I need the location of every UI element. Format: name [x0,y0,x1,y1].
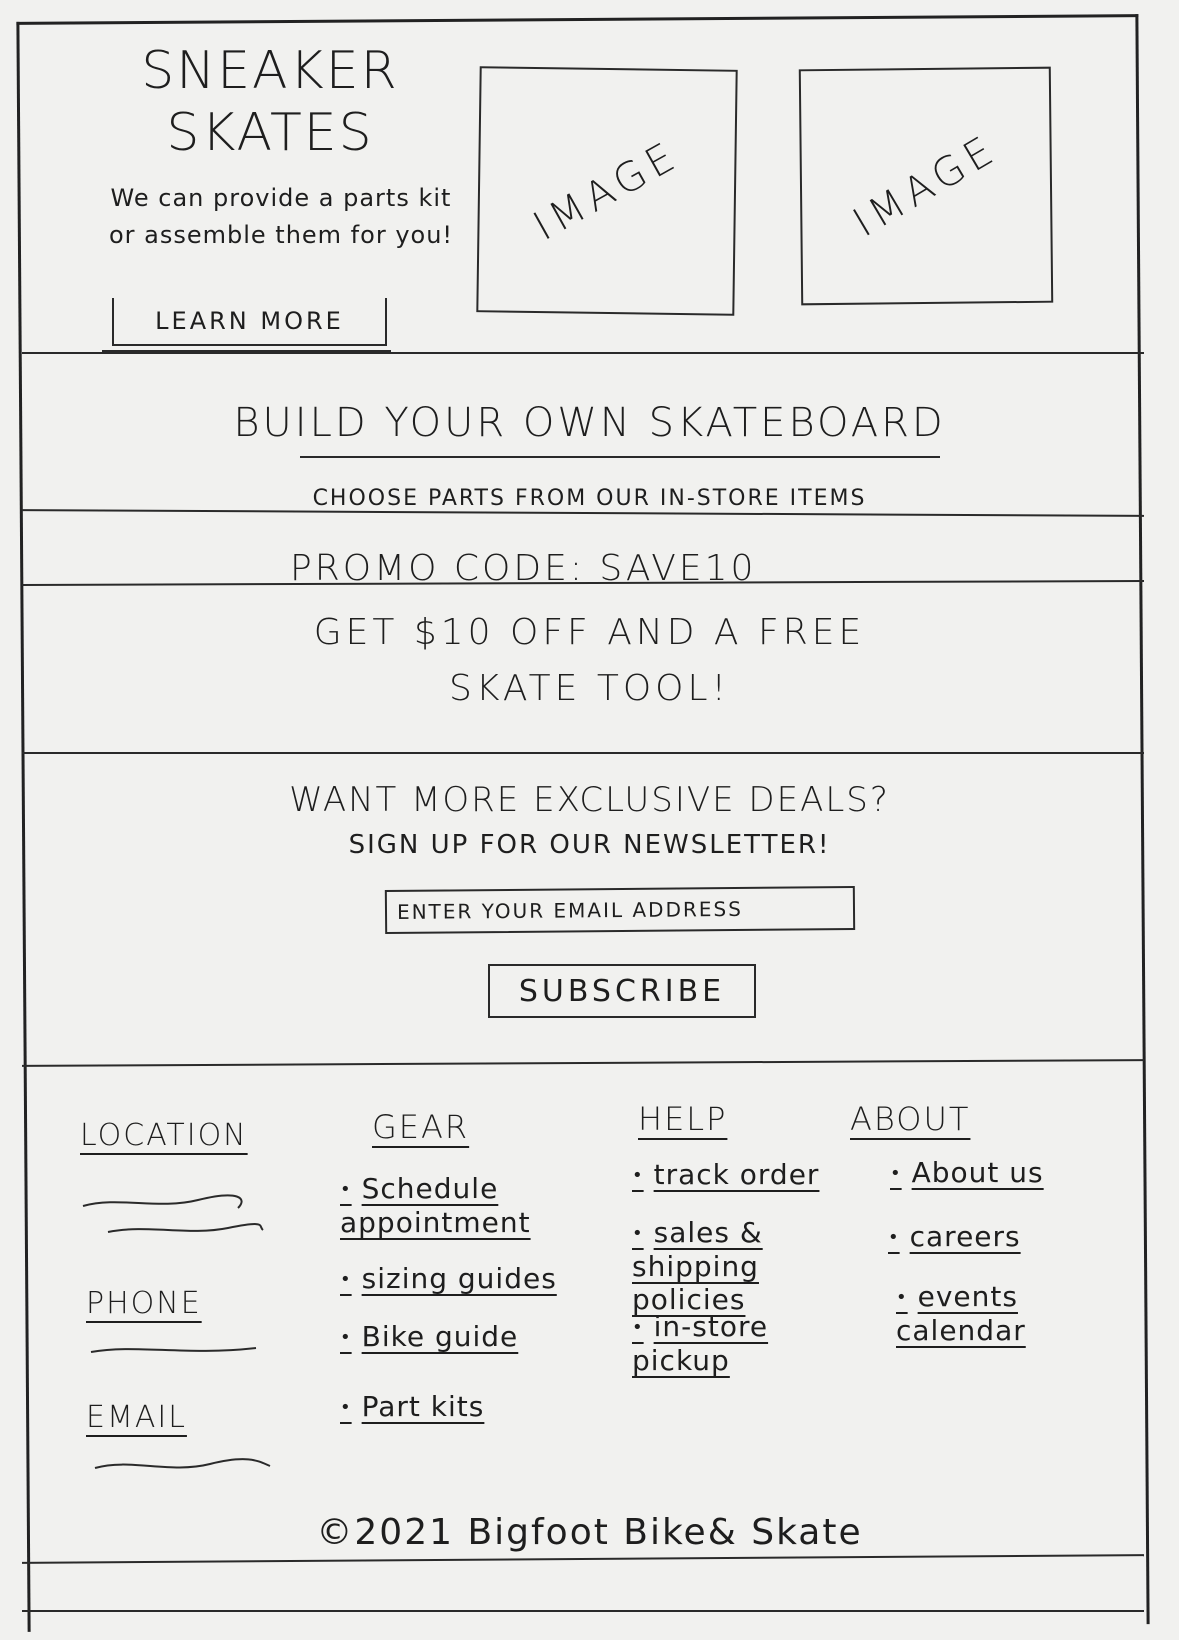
build-subtitle: CHOOSE PARTS FROM OUR IN-STORE ITEMS [312,486,867,511]
gear-heading: GEAR [372,1108,470,1146]
learn-more-button[interactable]: LEARN MORE [102,298,391,352]
help-link-sales-shipping[interactable]: sales & shipping policies [632,1216,862,1317]
brand-logo: SNEAKER SKATES [120,40,420,165]
phone-heading: PHONE [86,1286,202,1321]
email-placeholder-line [94,1458,271,1469]
image-placeholder-label: IMAGE [526,132,688,250]
help-link-track-order[interactable]: track order [632,1158,819,1192]
build-title-underline [300,456,940,458]
build-title: BUILD YOUR OWN SKATEBOARD [233,400,946,446]
phone-placeholder-line [90,1347,257,1353]
hero-image-1: IMAGE [476,66,738,316]
email-input[interactable] [384,885,856,935]
about-link-careers[interactable]: careers [888,1220,1021,1254]
brand-line-2: SKATES [166,103,374,164]
promo-code: PROMO CODE: SAVE10 [290,548,757,589]
brand-line-1: SNEAKER [141,41,399,101]
about-heading: ABOUT [850,1100,971,1138]
newsletter-subtitle: SIGN UP FOR OUR NEWSLETTER! [348,830,831,860]
divider-hero [22,352,1144,354]
divider-bottom [22,1610,1144,1612]
location-heading: LOCATION [80,1118,248,1153]
image-placeholder-label: IMAGE [845,125,1007,247]
about-link-events-calendar[interactable]: events calendar [896,1280,1116,1347]
promo-offer-line-1: GET $10 OFF AND A FREE [313,612,866,653]
gear-link-bike-guide[interactable]: Bike guide [340,1320,518,1354]
gear-link-sizing-guides[interactable]: sizing guides [340,1262,557,1296]
location-placeholder-lines [82,1194,264,1233]
help-link-in-store-pickup[interactable]: in-store pickup [632,1310,832,1377]
about-link-about-us[interactable]: About us [890,1156,1044,1190]
newsletter-heading: WANT MORE EXCLUSIVE DEALS? [289,780,890,820]
hero-image-2: IMAGE [798,66,1054,306]
promo-offer-line-2: SKATE TOOL! [449,668,730,709]
gear-link-part-kits[interactable]: Part kits [340,1390,484,1424]
divider-promo-bottom [22,752,1144,754]
hero-tagline: We can provide a parts kit or assemble t… [108,184,454,250]
help-heading: HELP [638,1100,728,1138]
copyright-text: ©2021 Bigfoot Bike& Skate [316,1512,863,1553]
gear-link-schedule-appointment[interactable]: Schedule appointment [340,1172,570,1239]
email-heading: EMAIL [86,1400,187,1435]
subscribe-button[interactable]: SUBSCRIBE [488,964,756,1018]
